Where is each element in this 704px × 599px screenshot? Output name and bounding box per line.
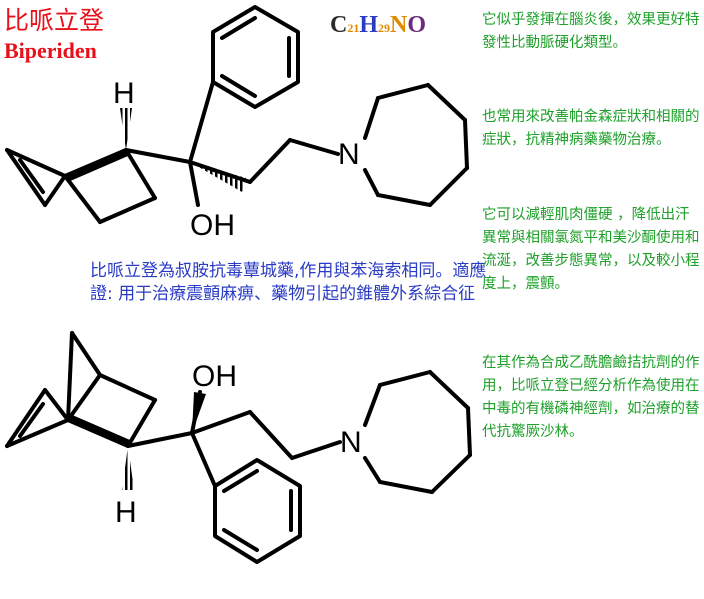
top-hash-wedge-h	[120, 108, 132, 150]
top-atom-h: H	[113, 77, 135, 110]
top-structure	[5, 5, 469, 224]
top-bold-wedge	[65, 150, 128, 182]
formula-element-n: N	[390, 12, 408, 38]
bottom-phenyl-ring	[213, 458, 302, 564]
top-phenyl-ring	[211, 5, 300, 109]
formula-count-h: 29	[378, 21, 391, 35]
top-chain-3	[288, 138, 340, 156]
formula-count-c: 21	[347, 21, 360, 35]
title-chinese: 比哌立登	[4, 6, 105, 35]
title-english: Biperiden	[4, 38, 97, 63]
bottom-hash-wedge-h	[122, 446, 134, 490]
formula-element-o: O	[407, 12, 427, 38]
top-hash-wedge-chain	[190, 162, 246, 192]
bottom-structure	[5, 331, 472, 564]
top-chain-2	[248, 138, 292, 184]
note-paragraph-4: 在其作為合成乙酰膽鹼拮抗劑的作用，比哌立登已經分析作為使用在中毒的有機磷神經劑，…	[482, 355, 700, 440]
bottom-bond-phenyl	[190, 431, 217, 488]
bottom-atom-h: H	[115, 496, 137, 529]
formula-element-c: C	[330, 12, 348, 38]
top-phenyl-double-1	[220, 16, 257, 40]
note-paragraph-1: 它似乎發揮在腦炎後，效果更好特發性比動脈硬化類型。	[482, 12, 700, 51]
bottom-bold-wedge	[68, 414, 130, 446]
top-bond-phenyl	[188, 80, 215, 164]
top-phenyl-double-3	[220, 74, 257, 98]
top-atom-oh: OH	[190, 209, 235, 242]
top-bond-bridgehead	[124, 148, 192, 164]
bottom-bold-wedge-oh	[192, 392, 206, 433]
top-bond-oh	[188, 160, 200, 207]
description-text: 比哌立登為叔胺抗毒蕈城藥,作用與苯海索相同。適應證: 用于治療震顫麻痹、藥物引起…	[90, 261, 487, 304]
note-paragraph-2: 也常用來改善帕金森症狀和相關的症狀，抗精神病藥藥物治療。	[482, 109, 700, 148]
molecular-formula: C21H29NO	[330, 10, 426, 43]
bottom-atom-n: N	[340, 426, 362, 459]
top-atom-n: N	[338, 138, 360, 171]
note-paragraph-3: 它可以減輕肌肉僵硬 ，降低出汗異常與相關氯氮平和美沙酮使用和流涎，改善步態異常，…	[482, 207, 700, 292]
formula-element-h: H	[359, 12, 379, 38]
bottom-atom-oh: OH	[192, 360, 237, 393]
